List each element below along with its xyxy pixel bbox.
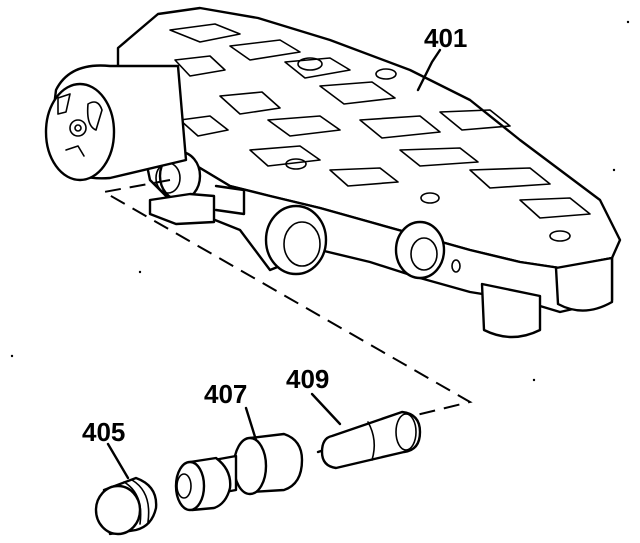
assembly-line (101, 179, 473, 421)
valve-body-assembly (44, 6, 622, 339)
valve-part (174, 432, 304, 512)
callout-409: 409 (286, 364, 329, 394)
spring-part (316, 410, 422, 470)
leader-409 (310, 392, 342, 426)
leader-407 (244, 406, 258, 442)
leader-405 (106, 442, 130, 480)
speck (612, 168, 616, 172)
speck (10, 354, 14, 358)
callout-405: 405 (82, 417, 125, 447)
speck (138, 270, 142, 274)
speck (532, 378, 536, 382)
callout-401: 401 (424, 23, 467, 53)
callout-407: 407 (204, 379, 247, 409)
leader-401 (416, 48, 442, 92)
speck (626, 20, 630, 24)
plug-part (94, 476, 158, 536)
